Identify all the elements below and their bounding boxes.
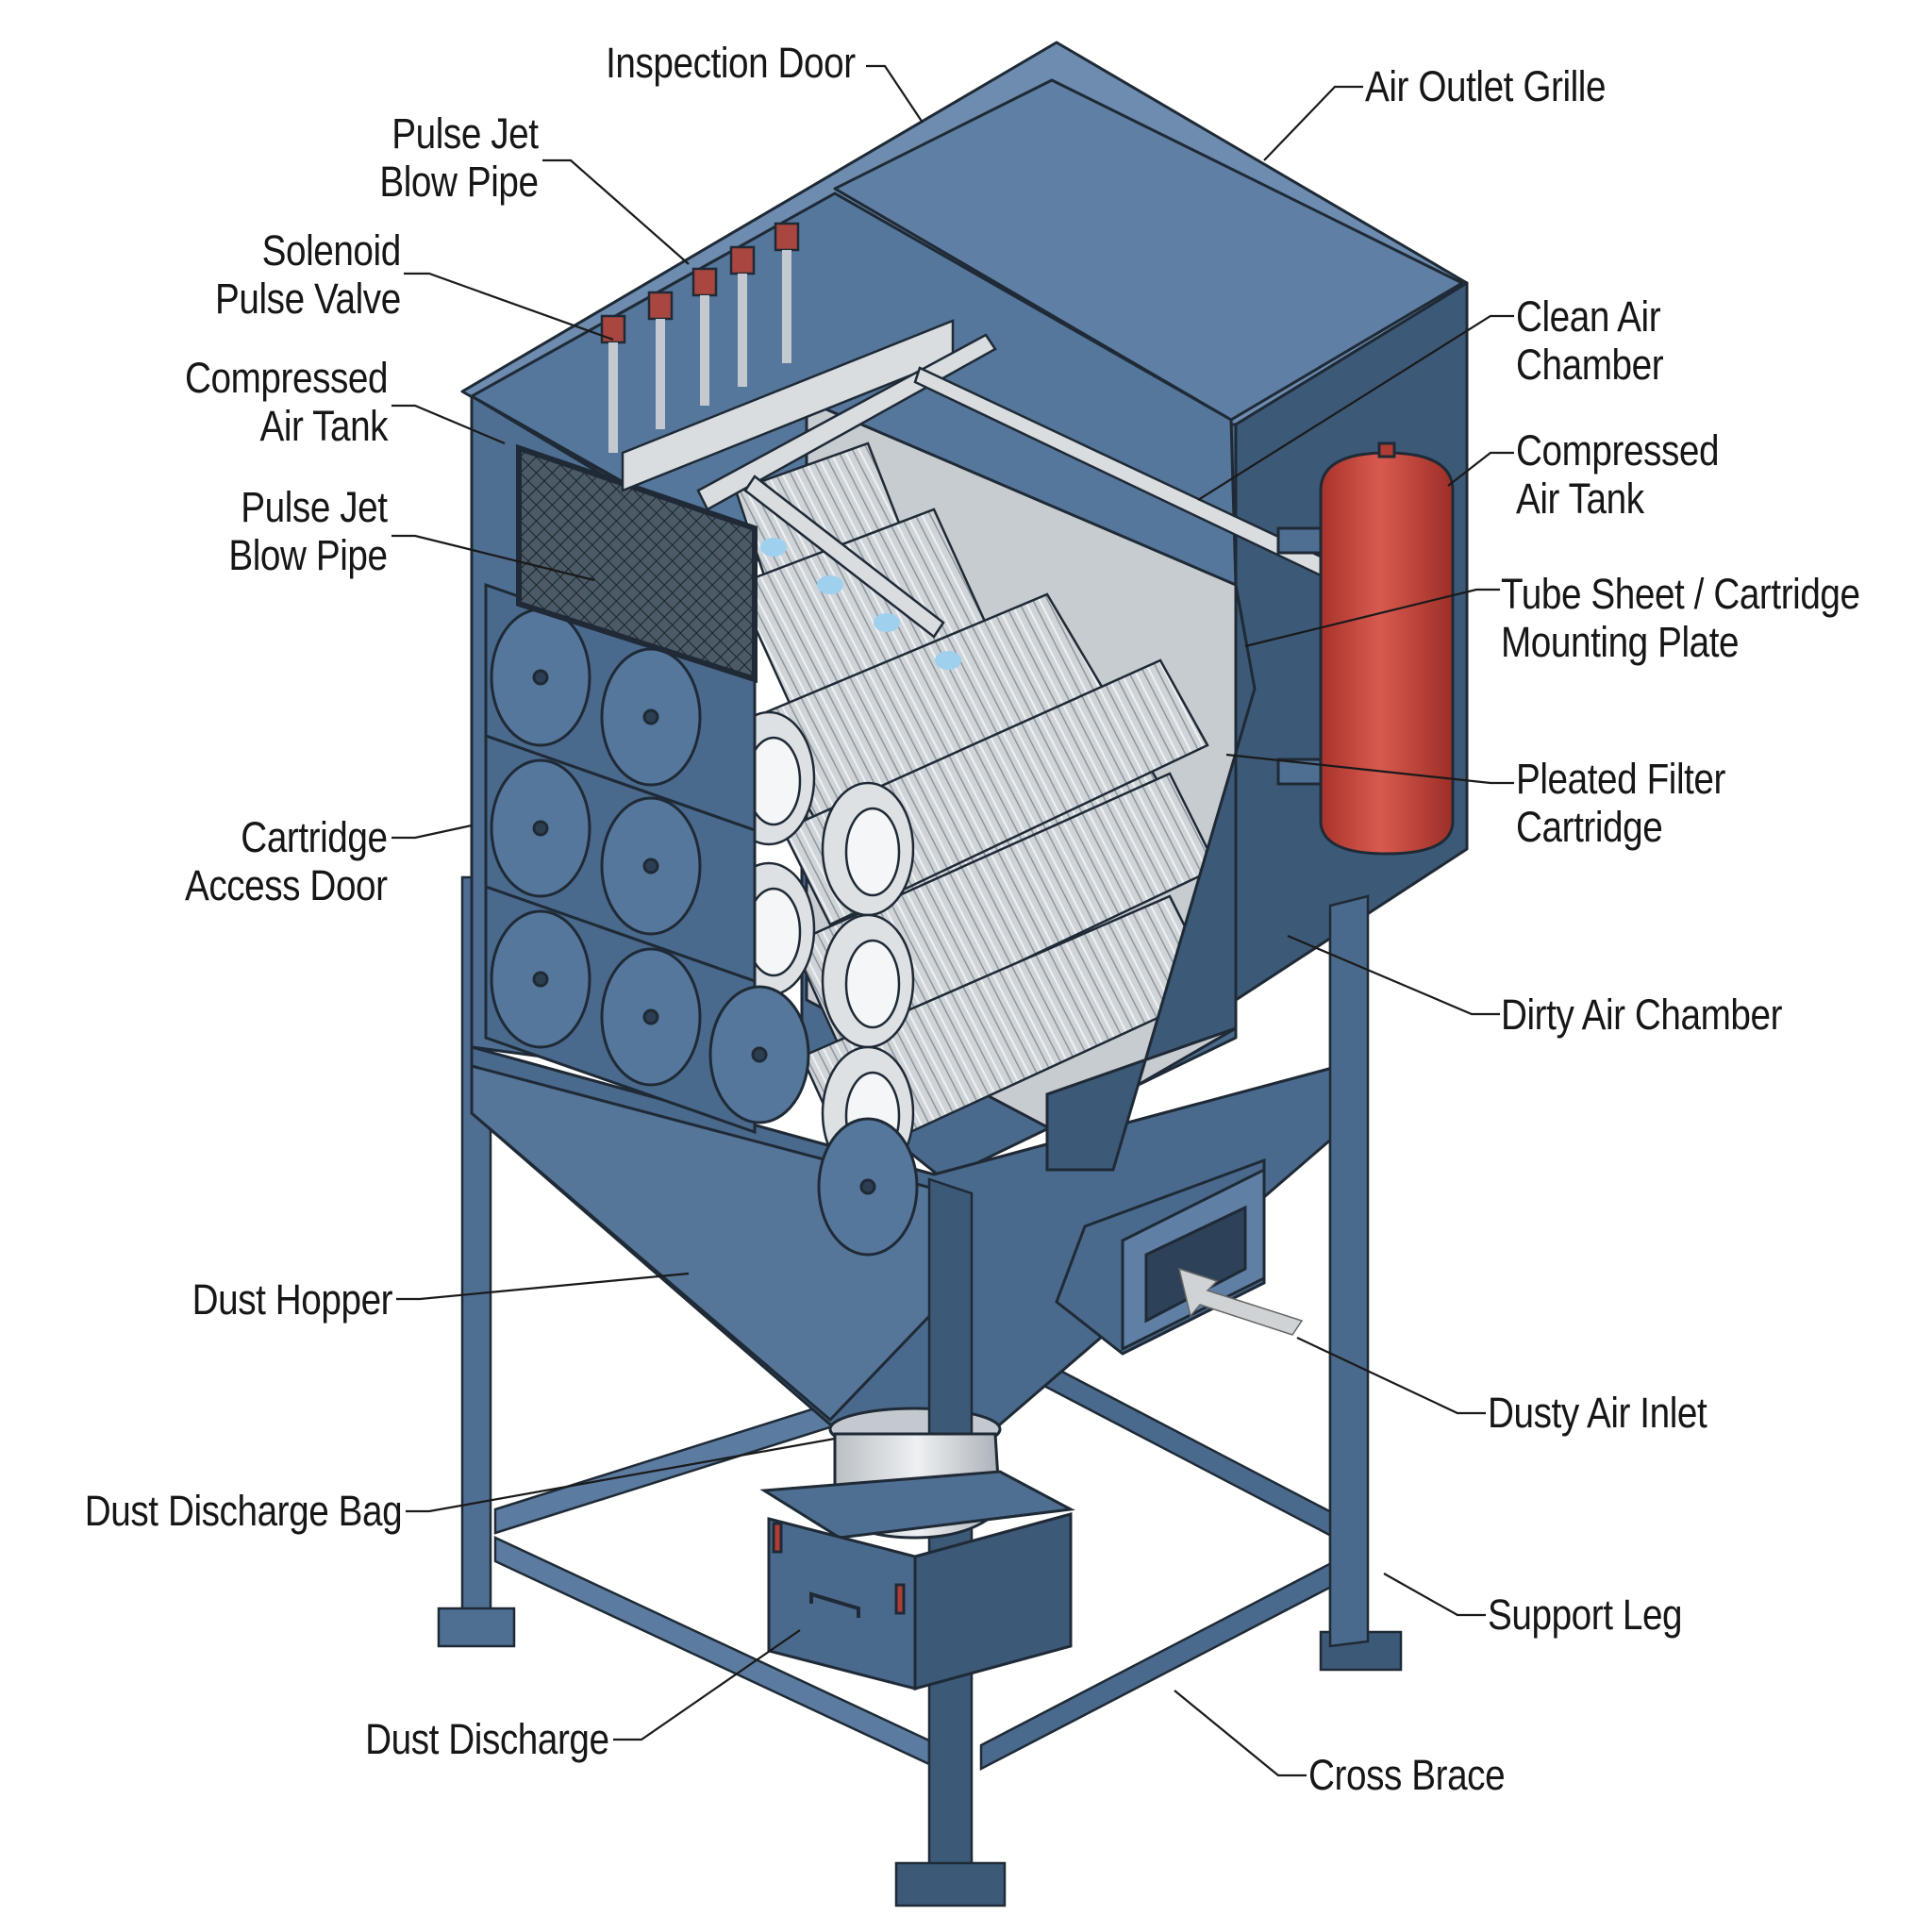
label-pulse-jet-blow-pipe-top: Pulse Jet Blow Pipe xyxy=(379,109,540,206)
label-inspection-door: Inspection Door xyxy=(606,39,856,87)
label-pleated-filter-cartridge: Pleated Filter Cartridge xyxy=(1516,755,1725,851)
leader-cartridge-access-door xyxy=(391,824,473,840)
discharge-latch[interactable] xyxy=(894,1583,906,1615)
label-dust-discharge: Dust Discharge xyxy=(365,1715,609,1763)
air-pulse-nozzle-spray xyxy=(935,651,961,670)
solenoid-pulse-valve[interactable] xyxy=(774,222,800,252)
cartridge-end-cap-bore xyxy=(844,807,901,897)
leader-pulse-jet-blow-pipe-top xyxy=(542,158,690,265)
solenoid-pulse-valve[interactable] xyxy=(600,314,626,344)
access-door-knob xyxy=(642,708,659,725)
cartridge-access-doors xyxy=(484,443,919,1257)
solenoid-pulse-valve[interactable] xyxy=(647,291,674,321)
label-tube-sheet: Tube Sheet / Cartridge Mounting Plate xyxy=(1501,570,1860,666)
compressed-air-tank-body xyxy=(1319,451,1455,856)
access-door-knob xyxy=(642,858,659,874)
leader-dust-hopper xyxy=(396,1272,690,1301)
support-leg-foot-back-left xyxy=(437,1607,516,1648)
support-leg-foot-front xyxy=(894,1861,1007,1907)
leader-compressed-air-tank-left xyxy=(391,404,506,445)
label-dust-discharge-bag: Dust Discharge Bag xyxy=(84,1487,403,1535)
pulse-nozzles xyxy=(760,538,961,670)
compressed-air-tank xyxy=(1276,441,1455,856)
leader-solenoid-pulse-valve xyxy=(404,272,614,341)
inspection-door-frame xyxy=(516,443,758,684)
cartridge-end-cap-bore xyxy=(844,939,901,1029)
dust-discharge-box-side xyxy=(913,1512,1073,1690)
dusty-air-inlet-opening xyxy=(1144,1205,1247,1324)
leader-clean-air-chamber xyxy=(1197,314,1514,501)
filter-cartridges xyxy=(722,441,1219,1181)
air-pulse-nozzle-spray xyxy=(760,538,787,557)
airflow-arrow xyxy=(1177,1267,1304,1336)
leader-air-outlet-grille xyxy=(1263,85,1363,161)
pulse-jet-system xyxy=(600,222,1323,670)
leader-tube-sheet xyxy=(1244,588,1500,648)
leader-dirty-air-chamber xyxy=(1287,934,1500,1016)
label-dust-hopper: Dust Hopper xyxy=(192,1275,392,1324)
leader-dusty-air-inlet xyxy=(1296,1337,1486,1415)
air-pulse-nozzle-spray xyxy=(874,613,900,632)
label-cartridge-access-door: Cartridge Access Door xyxy=(185,813,388,909)
label-clean-air-chamber: Clean Air Chamber xyxy=(1516,292,1664,389)
tank-bracket-upper xyxy=(1276,526,1327,555)
solenoid-pulse-valve[interactable] xyxy=(729,245,756,275)
tank-cap xyxy=(1377,441,1396,458)
leader-cross-brace xyxy=(1174,1690,1307,1777)
pulse-jet-blow-pipe-cross xyxy=(743,475,945,639)
label-air-outlet-grille: Air Outlet Grille xyxy=(1365,62,1607,110)
access-door-knob xyxy=(532,669,549,686)
label-cross-brace: Cross Brace xyxy=(1308,1751,1506,1799)
access-door-knob xyxy=(642,1008,659,1025)
dusty-air-inlet xyxy=(1055,1158,1304,1356)
label-compressed-air-tank-left: Compressed Air Tank xyxy=(184,354,389,450)
label-compressed-air-tank-right: Compressed Air Tank xyxy=(1516,426,1720,523)
leader-dust-discharge-bag xyxy=(406,1437,836,1513)
dust-discharge-assembly xyxy=(759,1432,1075,1690)
leader-lines xyxy=(391,64,1514,1777)
discharge-latch[interactable] xyxy=(772,1522,783,1554)
support-leg-front-right xyxy=(1328,894,1370,1648)
dirty-air-chamber-wall xyxy=(1045,584,1257,1172)
dust-discharge-handle[interactable] xyxy=(809,1591,860,1618)
leader-pulse-jet-blow-pipe-left xyxy=(391,534,595,582)
label-pulse-jet-blow-pipe-left: Pulse Jet Blow Pipe xyxy=(228,483,389,579)
label-support-leg: Support Leg xyxy=(1488,1591,1683,1639)
label-dirty-air-chamber: Dirty Air Chamber xyxy=(1501,991,1783,1039)
dust-discharge-box-top xyxy=(759,1470,1075,1540)
leader-dust-discharge xyxy=(613,1629,801,1741)
leader-pleated-filter-cartridge xyxy=(1225,753,1514,785)
label-dusty-air-inlet: Dusty Air Inlet xyxy=(1488,1389,1707,1437)
access-door-knob xyxy=(532,971,549,988)
solenoid-pulse-valve[interactable] xyxy=(691,267,718,297)
air-pulse-nozzle-spray xyxy=(817,575,843,594)
label-solenoid-pulse-valve: Solenoid Pulse Valve xyxy=(215,226,401,323)
access-door-knob xyxy=(751,1046,768,1063)
leader-compressed-air-tank-right xyxy=(1447,451,1514,487)
leader-support-leg xyxy=(1383,1573,1486,1617)
leader-inspection-door xyxy=(866,64,924,124)
access-door-knob xyxy=(532,820,549,837)
solenoid-pulse-valves xyxy=(600,222,800,453)
access-door-knob xyxy=(859,1178,876,1195)
